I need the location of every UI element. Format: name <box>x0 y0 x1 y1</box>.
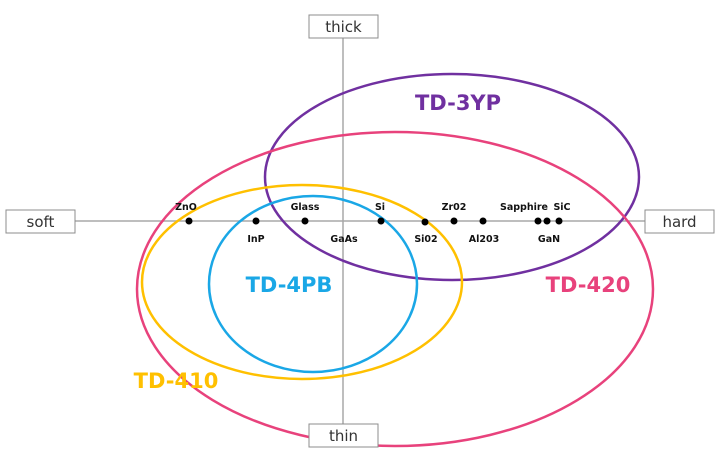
thick-label: thick <box>325 18 362 36</box>
material-label: Si <box>375 202 385 213</box>
hard-box: hard <box>644 209 715 234</box>
material-sapphire: Sapphire <box>500 202 548 225</box>
td-4pb-label: TD-4PB <box>246 273 333 297</box>
td-4pb-ellipse <box>207 194 419 374</box>
material-dot <box>185 217 193 225</box>
material-sic: SiC <box>553 202 571 225</box>
td-3yp-label: TD-3YP <box>415 91 501 115</box>
material-label: InP <box>247 234 264 245</box>
material-gan: GaN <box>538 217 560 245</box>
material-dot <box>301 217 309 225</box>
thick-box: thick <box>308 14 379 39</box>
material-label: GaN <box>538 234 560 245</box>
td-410-label: TD-410 <box>134 369 219 393</box>
material-dot <box>555 217 563 225</box>
material-dot <box>421 218 429 226</box>
material-dot <box>377 217 385 225</box>
material-dot <box>534 217 542 225</box>
material-dot <box>479 217 487 225</box>
material-si: Si <box>375 202 385 225</box>
material-label: ZnO <box>175 202 197 213</box>
material-label: Glass <box>291 202 320 213</box>
material-al203: Al203 <box>469 217 499 245</box>
td-410-ellipse <box>140 183 464 381</box>
material-zno: ZnO <box>175 202 197 225</box>
material-gaas: GaAs <box>330 234 358 245</box>
material-dot <box>252 217 260 225</box>
material-inp: InP <box>247 217 265 245</box>
material-zr02: Zr02 <box>442 202 467 225</box>
material-label: Zr02 <box>442 202 467 213</box>
material-glass: Glass <box>291 202 320 225</box>
material-dot <box>450 217 458 225</box>
material-label: GaAs <box>330 234 358 245</box>
material-label: SiC <box>553 202 570 213</box>
material-label: Si02 <box>414 234 437 245</box>
material-label: Sapphire <box>500 202 548 213</box>
thin-box: thin <box>308 423 379 448</box>
td-420-label: TD-420 <box>546 273 631 297</box>
material-si02: Si02 <box>414 218 438 245</box>
material-dot <box>543 217 551 225</box>
soft-box: soft <box>5 209 76 234</box>
td-420-ellipse <box>135 130 655 448</box>
material-label: Al203 <box>469 234 499 245</box>
td-3yp-ellipse <box>263 72 641 282</box>
soft-label: soft <box>27 213 55 231</box>
thin-label: thin <box>329 427 358 445</box>
hard-label: hard <box>662 213 696 231</box>
